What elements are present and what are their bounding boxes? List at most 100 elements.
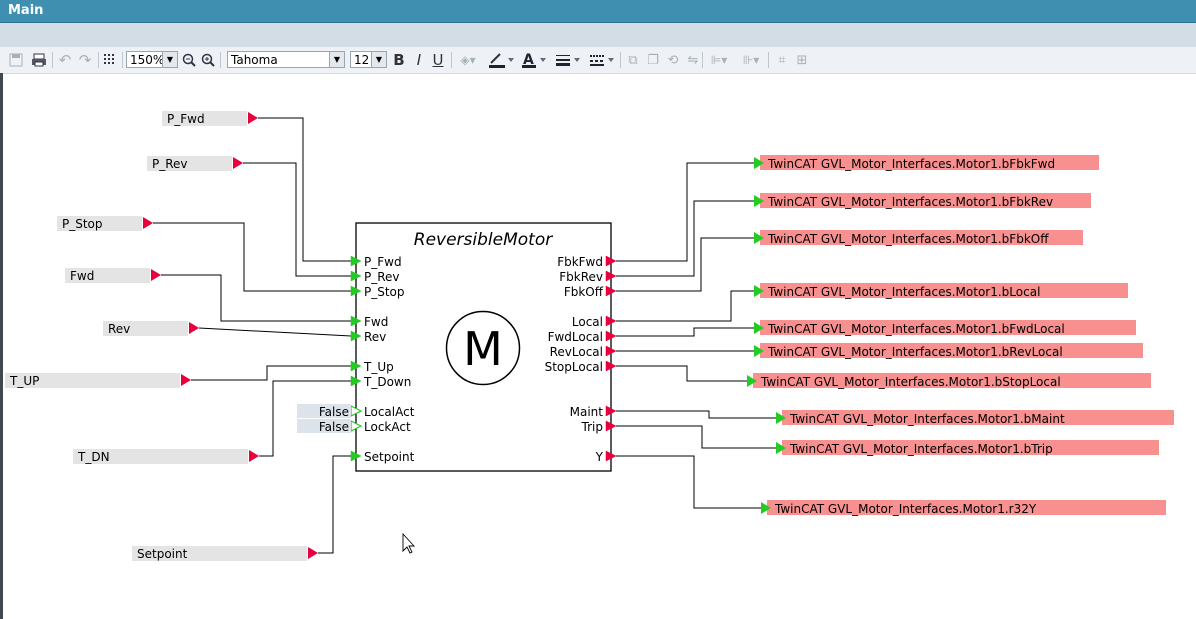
input-tag[interactable] [132, 546, 307, 561]
input-tag[interactable] [73, 449, 248, 464]
input-pin-marker[interactable] [350, 255, 362, 267]
output-tag[interactable] [753, 373, 1151, 388]
output-wire [616, 327, 754, 337]
italic-button[interactable]: I [416, 51, 422, 69]
bold-button[interactable]: B [393, 51, 405, 69]
output-pin-marker[interactable] [605, 255, 617, 267]
input-tag[interactable] [103, 321, 188, 336]
function-block-diagram[interactable]: ReversibleMotor M P_FwdP_RevP_StopFwdRev… [0, 73, 1196, 619]
save-icon[interactable] [7, 50, 25, 70]
output-pin-marker[interactable] [605, 285, 617, 297]
rotate-icon[interactable]: ⟲ [667, 52, 679, 68]
font-size-select[interactable]: 12 ▼ [350, 51, 387, 68]
toolbar-separator [220, 52, 221, 68]
input-pin-marker[interactable] [350, 330, 362, 342]
output-tag[interactable] [760, 343, 1143, 358]
motor-symbol-label: M [463, 322, 503, 376]
constant-value[interactable] [297, 419, 351, 433]
chevron-down-icon[interactable]: ▼ [162, 52, 177, 67]
input-pin-marker[interactable] [350, 285, 362, 297]
output-pin-label: RevLocal [550, 345, 603, 359]
output-tag[interactable] [782, 410, 1174, 425]
output-pin-marker[interactable] [605, 345, 617, 357]
fill-color-icon[interactable]: ◈▾ [460, 53, 476, 67]
output-wire [616, 455, 761, 509]
input-tag-label: T_UP [9, 374, 39, 388]
tag-marker [754, 157, 764, 169]
zoom-select[interactable]: 150% ▼ [126, 51, 178, 68]
input-pin-marker[interactable] [350, 450, 362, 462]
input-tag[interactable] [5, 373, 180, 388]
svg-text:A: A [523, 52, 534, 68]
output-pin-label: Maint [570, 405, 604, 419]
output-tag[interactable] [760, 230, 1083, 245]
underline-button[interactable]: U [432, 51, 444, 69]
output-pin-marker[interactable] [605, 405, 617, 417]
zoom-in-icon[interactable] [200, 50, 216, 70]
tag-marker [249, 450, 259, 462]
font-name-select[interactable]: Tahoma ▼ [227, 51, 345, 68]
output-tag[interactable] [760, 283, 1128, 298]
toolbar: ↶ ↷ 150% ▼ Tahoma ▼ 12 ▼ B I U ◈▾ A ⧉ ❐ … [0, 47, 1196, 74]
block-pins: P_FwdP_RevP_StopFwdRevT_UpT_DownLocalAct… [350, 255, 617, 464]
input-pin-label: Setpoint [364, 450, 415, 464]
output-tag-label: TwinCAT GVL_Motor_Interfaces.Motor1.bFwd… [767, 322, 1065, 336]
input-pin-label: LocalAct [364, 405, 415, 419]
input-pin-marker[interactable] [350, 375, 362, 387]
output-pin-label: FbkRev [559, 270, 603, 284]
undo-icon[interactable]: ↶ [58, 51, 72, 69]
toolbar-separator [122, 52, 123, 68]
ungroup-icon[interactable]: ⊞ [796, 52, 808, 68]
reversible-motor-block[interactable]: ReversibleMotor M [355, 222, 612, 472]
tag-marker [189, 322, 199, 334]
output-tag[interactable] [760, 320, 1136, 335]
input-tag[interactable] [65, 268, 150, 283]
output-pin-marker[interactable] [605, 270, 617, 282]
print-icon[interactable] [30, 50, 48, 70]
input-tag[interactable] [147, 156, 232, 171]
tag-marker [776, 442, 786, 454]
window-titlebar: Main [0, 0, 1196, 22]
grid-icon[interactable] [101, 50, 119, 70]
input-tag-label: P_Stop [62, 217, 103, 231]
output-pin-marker[interactable] [605, 450, 617, 462]
line-width-icon[interactable] [554, 50, 582, 70]
output-tag[interactable] [760, 193, 1091, 208]
output-tag[interactable] [760, 155, 1099, 170]
input-pin-marker[interactable] [350, 360, 362, 372]
output-pin-label: FbkFwd [557, 255, 603, 269]
output-pin-label: StopLocal [545, 360, 603, 374]
constant-value[interactable] [297, 404, 351, 418]
output-pin-marker[interactable] [605, 330, 617, 342]
output-tag[interactable] [782, 440, 1159, 455]
send-back-icon[interactable]: ❐ [647, 52, 659, 68]
chevron-down-icon[interactable]: ▼ [371, 52, 386, 67]
output-pin-label: Local [572, 315, 603, 329]
input-tag-label: Fwd [70, 269, 94, 283]
output-pin-marker[interactable] [605, 360, 617, 372]
align-icon[interactable]: ⊫▾ [710, 53, 728, 67]
output-pin-marker[interactable] [605, 315, 617, 327]
input-tag[interactable] [57, 216, 142, 231]
output-tag-label: TwinCAT GVL_Motor_Interfaces.Motor1.bFbk… [767, 232, 1049, 246]
bring-front-icon[interactable]: ⧉ [628, 52, 638, 68]
input-pin-label: LockAct [364, 420, 411, 434]
input-pin-marker[interactable] [350, 270, 362, 282]
output-tag[interactable] [767, 500, 1166, 515]
line-color-icon[interactable] [487, 50, 515, 70]
flip-icon[interactable]: ⇋ [687, 52, 699, 68]
group-icon[interactable]: ⌗ [778, 52, 786, 68]
line-style-icon[interactable] [588, 50, 616, 70]
redo-icon[interactable]: ↷ [78, 51, 92, 69]
distribute-icon[interactable]: ⊪▾ [742, 53, 760, 67]
font-color-icon[interactable]: A [520, 50, 548, 70]
zoom-out-icon[interactable] [181, 50, 197, 70]
output-tag-label: TwinCAT GVL_Motor_Interfaces.Motor1.bSto… [760, 375, 1061, 389]
tag-marker [761, 502, 771, 514]
output-tag-label: TwinCAT GVL_Motor_Interfaces.Motor1.r32Y [774, 502, 1037, 516]
output-pin-marker[interactable] [605, 420, 617, 432]
input-tag[interactable] [162, 111, 247, 126]
input-pin-marker[interactable] [350, 315, 362, 327]
chevron-down-icon[interactable]: ▼ [329, 52, 344, 67]
input-pin-label: T_Down [363, 375, 411, 389]
